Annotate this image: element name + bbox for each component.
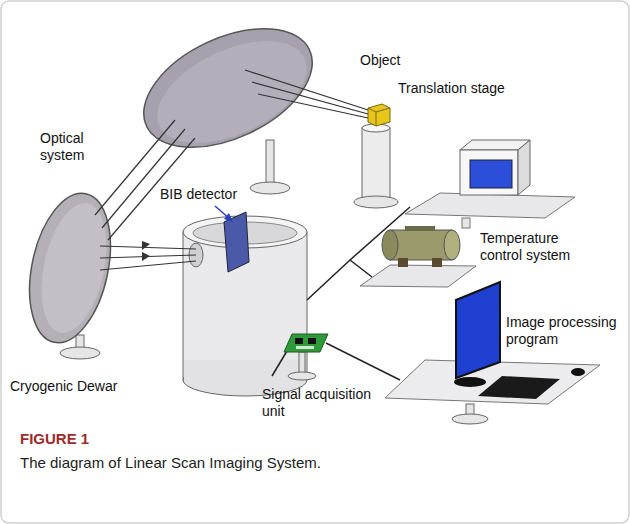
object-label: Object — [360, 52, 400, 69]
signal-unit-label: Signal acquisition unit — [262, 386, 378, 420]
detector-label: BIB detector — [160, 186, 237, 203]
optical-system-label: Optical system — [40, 130, 102, 164]
translation-stage-label: Translation stage — [398, 80, 505, 97]
temperature-control-label: Temperature control system — [480, 230, 600, 264]
figure-caption: The diagram of Linear Scan Imaging Syste… — [20, 454, 610, 472]
image-program-label: Image processing program — [506, 314, 624, 348]
dewar-label: Cryogenic Dewar — [10, 378, 117, 395]
figure-number: FIGURE 1 — [20, 430, 89, 448]
